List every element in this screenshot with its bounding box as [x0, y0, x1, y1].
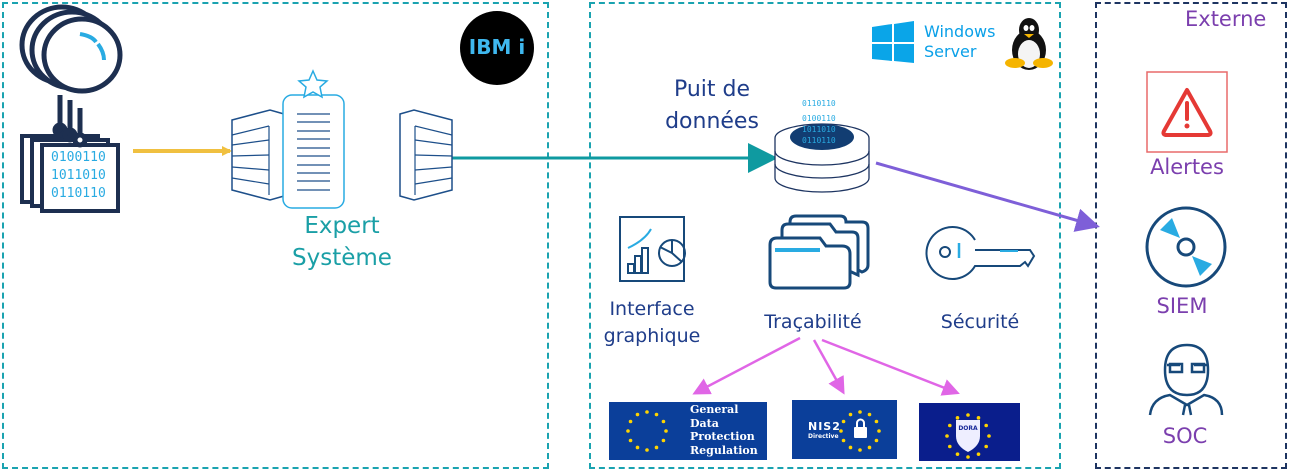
expert-label-line2: Système — [292, 245, 392, 271]
eu-star — [966, 413, 970, 417]
eu-star — [654, 445, 659, 450]
external-label-soc: SOC — [1162, 424, 1208, 448]
gdpr-word: Protection — [690, 430, 755, 443]
external-label-alertes: Alertes — [1150, 155, 1224, 179]
arrow-trace-to-nis2 — [812, 339, 845, 395]
gdpr-word: General — [690, 403, 739, 416]
eu-star — [841, 438, 846, 443]
external-title: Externe — [1185, 7, 1267, 31]
arrow-datasink-to-external — [875, 161, 1100, 232]
external-panel — [1095, 2, 1287, 469]
dora-shield-icon — [956, 420, 980, 452]
feature-label-interface-line1: Interface — [609, 298, 695, 320]
db-binary-line: 0110110 — [802, 99, 836, 108]
eu-star — [654, 412, 659, 417]
dashboard-chart-icon — [619, 216, 686, 282]
siem-disc-icon — [1145, 206, 1227, 288]
server-panel — [589, 2, 1061, 469]
eu-star — [955, 452, 960, 456]
nis2-title: NIS2 — [808, 420, 841, 433]
eu-star — [877, 429, 881, 433]
eu-star — [661, 438, 666, 443]
eu-star — [848, 445, 853, 450]
eu-star — [635, 412, 640, 417]
db-binary-line: 0110110 — [802, 136, 836, 145]
datasink-label-line2: données — [665, 109, 759, 134]
eu-star — [984, 444, 988, 449]
eu-star — [874, 419, 879, 424]
tux-penguin-icon — [1005, 18, 1053, 70]
eu-star — [628, 438, 633, 443]
lock-icon — [854, 418, 867, 438]
gdpr-badge-text: General Data Protection Regulation — [690, 403, 758, 457]
eu-star — [948, 423, 952, 428]
ibm-i-logo-text: IBM i — [468, 35, 526, 59]
eu-stars — [626, 410, 991, 459]
eu-star — [984, 423, 988, 428]
eu-star — [976, 452, 981, 456]
windows-server-line2: Server — [924, 42, 977, 61]
database-icon — [774, 123, 870, 193]
eu-star — [635, 445, 640, 450]
source-binary-line: 1011010 — [51, 168, 106, 183]
gdpr-word: Regulation — [690, 443, 758, 457]
db-binary-line: 1011010 — [802, 125, 836, 134]
feature-label-interface-line2: graphique — [603, 325, 701, 347]
folders-icon — [768, 214, 870, 290]
expert-label-line1: Expert — [304, 213, 380, 239]
gdpr-word: Data — [690, 416, 719, 430]
eu-star — [645, 448, 649, 452]
eu-star — [874, 438, 879, 443]
external-label-siem: SIEM — [1156, 294, 1208, 318]
source-binary-line: 0110110 — [51, 186, 106, 201]
gdpr-badge-bg — [609, 402, 767, 460]
warning-alert-icon — [1146, 71, 1228, 153]
arrow-trace-to-dora — [821, 338, 960, 396]
eu-star — [867, 412, 872, 417]
eu-star — [976, 416, 981, 420]
eu-star — [661, 419, 666, 424]
eu-star — [948, 444, 952, 449]
expert-system-server-icon — [231, 69, 453, 209]
eu-star — [858, 410, 862, 414]
ibm-i-logo — [460, 11, 534, 85]
arrow-trace-to-gdpr — [692, 336, 801, 395]
eu-star — [848, 412, 853, 417]
eu-star — [626, 429, 630, 433]
eu-star — [628, 419, 633, 424]
eu-star — [945, 434, 949, 438]
eu-star — [664, 429, 668, 433]
binary-code-devices-icon — [19, 4, 123, 213]
eu-star — [858, 448, 862, 452]
feature-label-tracabilite: Traçabilité — [764, 311, 862, 333]
soc-operator-icon — [1148, 343, 1224, 416]
datasink-label-line1: Puit de — [673, 77, 751, 102]
feature-label-securite: Sécurité — [940, 311, 1020, 333]
eu-star — [645, 410, 649, 414]
source-binary-line: 0100110 — [51, 150, 106, 165]
dora-text: DORA — [958, 425, 978, 432]
key-icon — [925, 226, 1036, 280]
windows-logo-icon — [872, 21, 914, 63]
nis2-subtitle: Directive — [808, 433, 839, 440]
eu-star — [966, 455, 970, 459]
eu-star — [955, 416, 960, 420]
ibm-i-panel — [2, 2, 549, 469]
eu-star — [839, 429, 843, 433]
db-binary-line: 0100110 — [802, 114, 836, 123]
eu-star — [987, 434, 991, 438]
windows-server-line1: Windows — [924, 22, 996, 41]
eu-star — [867, 445, 872, 450]
eu-star — [841, 419, 846, 424]
